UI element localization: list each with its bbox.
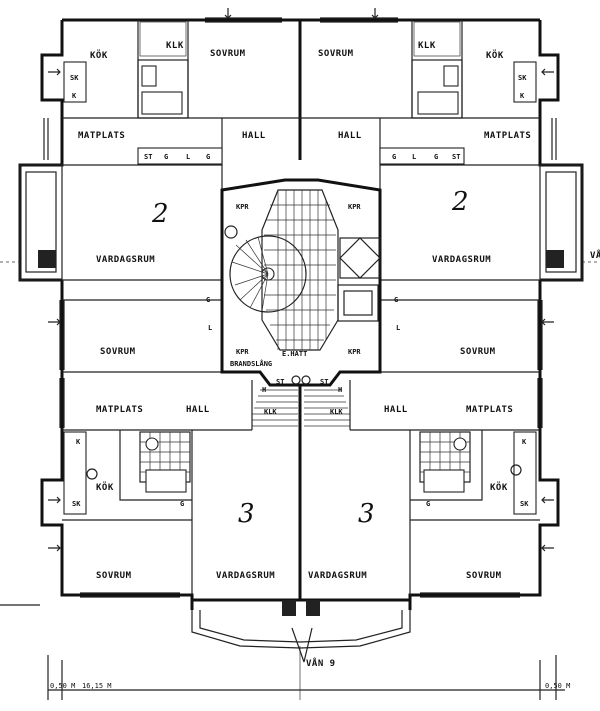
label-sovrum-lr: SOVRUM <box>466 571 502 581</box>
label-vardagsrum-ul: VARDAGSRUM <box>96 255 155 265</box>
label-sovrum-ul: SOVRUM <box>210 49 246 59</box>
label-hall-ur: HALL <box>338 131 362 141</box>
label-g-mr: G <box>394 296 398 304</box>
apartment-numbers: 2 2 3 3 <box>151 187 469 529</box>
label-k-lr: K <box>522 438 527 446</box>
label-st-ul: ST <box>144 153 152 161</box>
label-sovrum-ll: SOVRUM <box>96 571 132 581</box>
side-balconies <box>19 164 583 281</box>
label-klk-ul: KLK <box>166 41 184 51</box>
label-kpr-ul: KPR <box>236 203 249 211</box>
label-sk-lr: SK <box>520 500 529 508</box>
label-g-ur: G <box>392 153 396 161</box>
apt-number-ul: 2 <box>151 199 169 229</box>
label-k-ll: K <box>76 438 81 446</box>
pointer-lines <box>291 627 313 663</box>
radiator-left <box>282 600 296 616</box>
label-vardagsrum-lr: VARDAGSRUM <box>308 571 367 581</box>
label-kpr-ur: KPR <box>348 203 361 211</box>
label-vardagsrum-ur: VARDAGSRUM <box>432 255 491 265</box>
label-kpr-lr: KPR <box>348 348 361 356</box>
label-matplats-lr: MATPLATS <box>466 405 513 415</box>
label-st-l: ST <box>276 378 284 386</box>
label-g-lr: G <box>426 500 430 508</box>
label-g-ml: G <box>206 296 210 304</box>
label-k-ur: K <box>520 92 525 100</box>
label-g-ul: G <box>164 153 168 161</box>
label-hall-ul: HALL <box>242 131 266 141</box>
label-matplats-ur: MATPLATS <box>484 131 531 141</box>
label-sovrum-mr: SOVRUM <box>460 347 496 357</box>
label-sk-ur: SK <box>518 74 527 82</box>
dimension-line: 0,50 M 16,15 M 0,50 M <box>47 655 570 700</box>
apt-number-ur: 2 <box>451 187 469 217</box>
label-kpr-ll: KPR <box>236 348 249 356</box>
radiator-right <box>306 600 320 616</box>
label-l-ur: L <box>412 153 416 161</box>
dim-main: 16,15 M <box>82 682 112 690</box>
label-klk-lr: KLK <box>330 408 343 416</box>
fixtures <box>63 21 537 515</box>
label-sk-ul: SK <box>70 74 79 82</box>
label-el-hatt: E.HATT <box>282 350 307 358</box>
label-l-ml: L <box>208 324 212 332</box>
label-h-r: H <box>338 386 342 394</box>
entry-arrows <box>48 8 554 552</box>
label-kok-ur: KÖK <box>486 50 504 61</box>
label-l-mr: L <box>396 324 400 332</box>
label-matplats-ll: MATPLATS <box>96 405 143 415</box>
edge-mark-label: VÅ <box>590 250 600 261</box>
label-sk-ll: SK <box>72 500 81 508</box>
dim-right-small: 0,50 M <box>545 682 570 690</box>
label-kok-ul: KÖK <box>90 50 108 61</box>
label-st-r: ST <box>320 378 328 386</box>
apt-number-lr: 3 <box>358 499 375 529</box>
label-brandslang: BRANDSLÅNG <box>230 359 272 368</box>
label-h-l: H <box>262 386 266 394</box>
dim-left-small: 0,50 M <box>50 682 75 690</box>
apt-number-ll: 3 <box>238 499 255 529</box>
windows <box>43 17 557 598</box>
label-g-ll: G <box>180 500 184 508</box>
label-g2-ul: G <box>206 153 210 161</box>
label-hall-lr: HALL <box>384 405 408 415</box>
label-sovrum-ur: SOVRUM <box>318 49 354 59</box>
label-klk-ur: KLK <box>418 41 436 51</box>
label-sovrum-ml: SOVRUM <box>100 347 136 357</box>
label-kok-lr: KÖK <box>490 482 508 493</box>
label-l-ul: L <box>186 153 190 161</box>
label-st-ur: ST <box>452 153 460 161</box>
label-k-ul: K <box>72 92 77 100</box>
label-klk-ll: KLK <box>264 408 277 416</box>
room-labels: KÖK KLK SOVRUM SOVRUM KLK KÖK SK K SK K … <box>70 41 531 581</box>
label-g2-ur: G <box>434 153 438 161</box>
label-kok-ll: KÖK <box>96 482 114 493</box>
label-vardagsrum-ll: VARDAGSRUM <box>216 571 275 581</box>
stair-level-label: VÅN 9 <box>306 658 336 669</box>
label-matplats-ul: MATPLATS <box>78 131 125 141</box>
label-hall-ll: HALL <box>186 405 210 415</box>
central-core <box>220 178 382 430</box>
